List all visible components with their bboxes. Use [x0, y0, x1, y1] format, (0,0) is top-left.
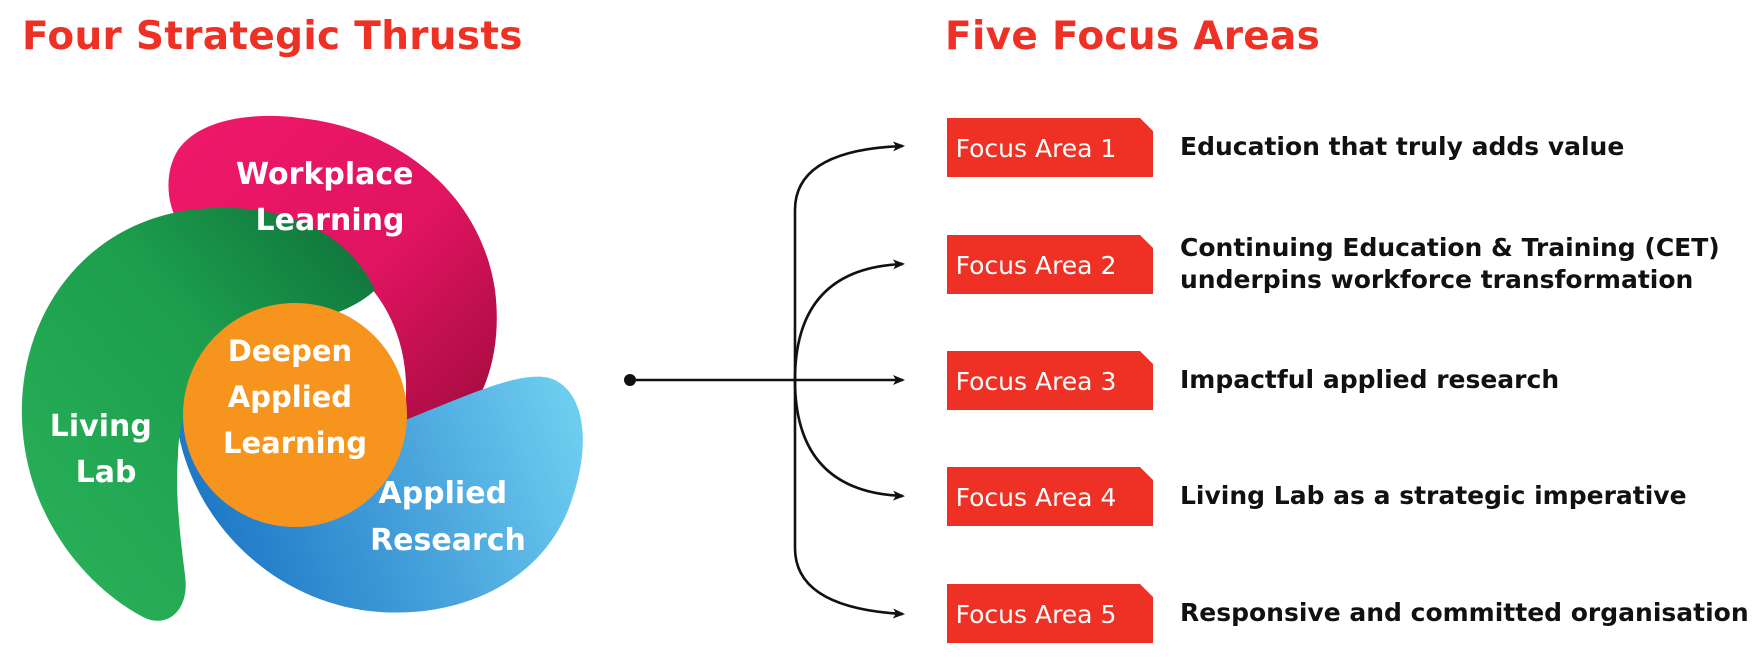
svg-text:Focus Area 3: Focus Area 3	[956, 367, 1117, 396]
arrow-to-focus-area-4	[793, 379, 905, 501]
description-line: Continuing Education & Training (CET)	[1180, 233, 1720, 262]
focus-area-1-description: Education that truly adds value	[1180, 131, 1624, 163]
focus-areas-heading: Five Focus Areas	[945, 14, 1321, 59]
focus-area-5-description: Responsive and committed organisation	[1180, 597, 1749, 629]
svg-text:Focus Area 4: Focus Area 4	[956, 483, 1117, 512]
workplace-learning-label: Workplace Learning	[236, 157, 424, 238]
description-line: Impactful applied research	[1180, 365, 1560, 394]
living-lab-label: Living Lab	[50, 409, 163, 490]
strategic-thrusts-heading: Four Strategic Thrusts	[22, 14, 523, 59]
svg-text:Focus Area 5: Focus Area 5	[956, 600, 1117, 629]
focus-area-4-description: Living Lab as a strategic imperative	[1180, 480, 1687, 512]
arrow-to-focus-area-1	[793, 141, 905, 380]
focus-area-2-description: Continuing Education & Training (CET) un…	[1180, 232, 1720, 296]
deepen-applied-learning-label: Deepen Applied Learning	[223, 334, 367, 460]
arrow-to-focus-area-2	[793, 259, 905, 381]
focus-area-badge: Focus Area 2	[947, 235, 1153, 294]
focus-area-badge: Focus Area 1	[947, 118, 1153, 177]
focus-area-badge: Focus Area 5	[947, 584, 1153, 643]
description-line: underpins workforce transformation	[1180, 265, 1694, 294]
description-line: Living Lab as a strategic imperative	[1180, 481, 1687, 510]
workplace-learning-petal	[168, 115, 497, 435]
description-line: Education that truly adds value	[1180, 132, 1625, 161]
svg-text:Focus Area 1: Focus Area 1	[956, 134, 1117, 163]
focus-area-3-description: Impactful applied research	[1180, 364, 1559, 396]
focus-area-badge: Focus Area 4	[947, 467, 1153, 526]
deepen-applied-learning-circle	[183, 303, 407, 527]
svg-text:Focus Area 2: Focus Area 2	[956, 251, 1117, 280]
applied-research-label: Applied Research	[370, 476, 526, 558]
applied-research-petal	[175, 376, 583, 613]
description-line: Responsive and committed organisation	[1180, 598, 1749, 627]
focus-area-badge: Focus Area 3	[947, 351, 1153, 410]
connector-arrows	[624, 141, 905, 619]
arrow-to-focus-area-5	[793, 380, 905, 619]
